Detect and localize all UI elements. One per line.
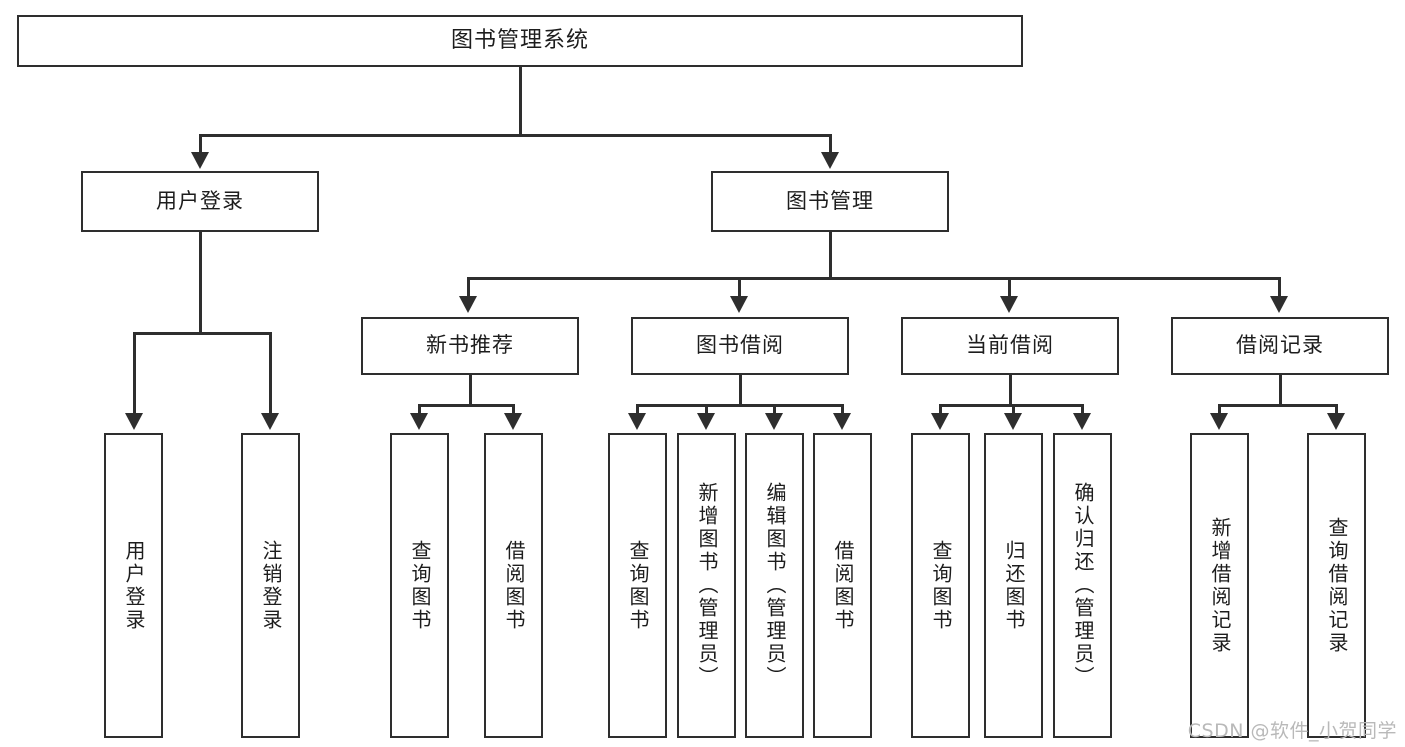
connector-user-login-drop-2 xyxy=(269,332,272,416)
connector-br-drop-2 xyxy=(1335,404,1338,416)
connector-bm-drop-3 xyxy=(1008,277,1011,300)
arrow-user-login-leaf-2 xyxy=(261,413,279,430)
connector-user-login-stem xyxy=(199,232,202,334)
node-leaf-add-borrow-record[interactable]: 新增借阅记录 xyxy=(1190,433,1249,738)
node-label: 借阅图书 xyxy=(831,539,855,632)
node-leaf-add-book-admin[interactable]: 新增图书（管理员） xyxy=(677,433,736,738)
node-leaf-query-borrow-record[interactable]: 查询借阅记录 xyxy=(1307,433,1366,738)
connector-cb-drop-1 xyxy=(939,404,942,416)
arrow-bb-leaf-2 xyxy=(697,413,715,430)
connector-cb-stem xyxy=(1009,375,1012,407)
node-label: 借阅图书 xyxy=(502,539,526,632)
connector-book-management-stem xyxy=(829,232,832,280)
arrow-bb-leaf-3 xyxy=(765,413,783,430)
node-label: 新增借阅记录 xyxy=(1208,516,1232,655)
node-leaf-borrow-book-1[interactable]: 借阅图书 xyxy=(484,433,543,738)
connector-br-stem xyxy=(1279,375,1282,407)
node-book-management[interactable]: 图书管理 xyxy=(711,171,949,232)
node-label: 借阅记录 xyxy=(1236,333,1324,358)
node-label: 用户登录 xyxy=(156,188,244,213)
connector-bb-drop-3 xyxy=(773,404,776,416)
arrow-bb-leaf-1 xyxy=(628,413,646,430)
connector-book-management-bar xyxy=(467,277,1281,280)
arrow-nbr-leaf-2 xyxy=(504,413,522,430)
arrow-user-login-leaf-1 xyxy=(125,413,143,430)
node-leaf-return-book[interactable]: 归还图书 xyxy=(984,433,1043,738)
node-borrow-record[interactable]: 借阅记录 xyxy=(1171,317,1389,375)
node-current-borrow[interactable]: 当前借阅 xyxy=(901,317,1119,375)
node-label: 图书管理系统 xyxy=(450,27,589,53)
node-label: 用户登录 xyxy=(122,539,146,632)
connector-nbr-drop-2 xyxy=(512,404,515,416)
node-label: 归还图书 xyxy=(1002,539,1026,632)
node-label: 确认归还（管理员） xyxy=(1071,482,1095,689)
arrow-bb-leaf-4 xyxy=(833,413,851,430)
node-leaf-confirm-return-admin[interactable]: 确认归还（管理员） xyxy=(1053,433,1112,738)
node-label: 查询借阅记录 xyxy=(1325,516,1349,655)
connector-bb-bar xyxy=(636,404,843,407)
connector-cb-drop-2 xyxy=(1012,404,1015,416)
node-label: 当前借阅 xyxy=(966,333,1054,358)
connector-bb-stem xyxy=(739,375,742,407)
node-label: 图书借阅 xyxy=(696,333,784,358)
arrow-bm-to-new-book-recommend xyxy=(459,296,477,313)
connector-user-login-bar xyxy=(133,332,272,335)
connector-bm-drop-4 xyxy=(1278,277,1281,300)
csdn-watermark: CSDN @软件_小贺同学 xyxy=(1187,720,1397,742)
connector-bm-drop-2 xyxy=(738,277,741,300)
connector-root-to-user-login xyxy=(199,134,202,157)
node-new-book-recommend[interactable]: 新书推荐 xyxy=(361,317,579,375)
node-label: 图书管理 xyxy=(786,188,874,213)
arrow-root-to-user-login xyxy=(191,152,209,169)
node-label: 查询图书 xyxy=(408,539,432,632)
node-leaf-logout-login[interactable]: 注销登录 xyxy=(241,433,300,738)
arrow-bm-to-book-borrow xyxy=(730,296,748,313)
arrow-cb-leaf-2 xyxy=(1004,413,1022,430)
node-label: 编辑图书（管理员） xyxy=(763,482,787,689)
connector-nbr-drop-1 xyxy=(418,404,421,416)
node-label: 查询图书 xyxy=(626,539,650,632)
node-leaf-user-login[interactable]: 用户登录 xyxy=(104,433,163,738)
node-leaf-edit-book-admin[interactable]: 编辑图书（管理员） xyxy=(745,433,804,738)
connector-root-to-book-management xyxy=(829,134,832,157)
connector-nbr-stem xyxy=(469,375,472,407)
connector-user-login-drop-1 xyxy=(133,332,136,416)
connector-cb-bar xyxy=(939,404,1082,407)
arrow-br-leaf-1 xyxy=(1210,413,1228,430)
node-user-login[interactable]: 用户登录 xyxy=(81,171,319,232)
connector-root-stem xyxy=(519,67,522,136)
node-label: 新增图书（管理员） xyxy=(695,482,719,689)
arrow-root-to-book-management xyxy=(821,152,839,169)
connector-br-drop-1 xyxy=(1218,404,1221,416)
connector-nbr-bar xyxy=(418,404,515,407)
node-leaf-query-book-2[interactable]: 查询图书 xyxy=(608,433,667,738)
arrow-bm-to-borrow-record xyxy=(1270,296,1288,313)
node-leaf-borrow-book-2[interactable]: 借阅图书 xyxy=(813,433,872,738)
node-label: 注销登录 xyxy=(259,539,283,632)
node-book-borrow[interactable]: 图书借阅 xyxy=(631,317,849,375)
connector-br-bar xyxy=(1218,404,1337,407)
connector-bb-drop-4 xyxy=(841,404,844,416)
arrow-cb-leaf-3 xyxy=(1073,413,1091,430)
arrow-bm-to-current-borrow xyxy=(1000,296,1018,313)
arrow-nbr-leaf-1 xyxy=(410,413,428,430)
connector-bb-drop-1 xyxy=(636,404,639,416)
node-label: 新书推荐 xyxy=(426,333,514,358)
arrow-cb-leaf-1 xyxy=(931,413,949,430)
node-label: 查询图书 xyxy=(929,539,953,632)
connector-cb-drop-3 xyxy=(1081,404,1084,416)
connector-root-bar xyxy=(199,134,831,137)
node-leaf-query-book-3[interactable]: 查询图书 xyxy=(911,433,970,738)
connector-bm-drop-1 xyxy=(467,277,470,300)
arrow-br-leaf-2 xyxy=(1327,413,1345,430)
node-book-management-system[interactable]: 图书管理系统 xyxy=(17,15,1023,67)
connector-bb-drop-2 xyxy=(705,404,708,416)
node-leaf-query-book-1[interactable]: 查询图书 xyxy=(390,433,449,738)
